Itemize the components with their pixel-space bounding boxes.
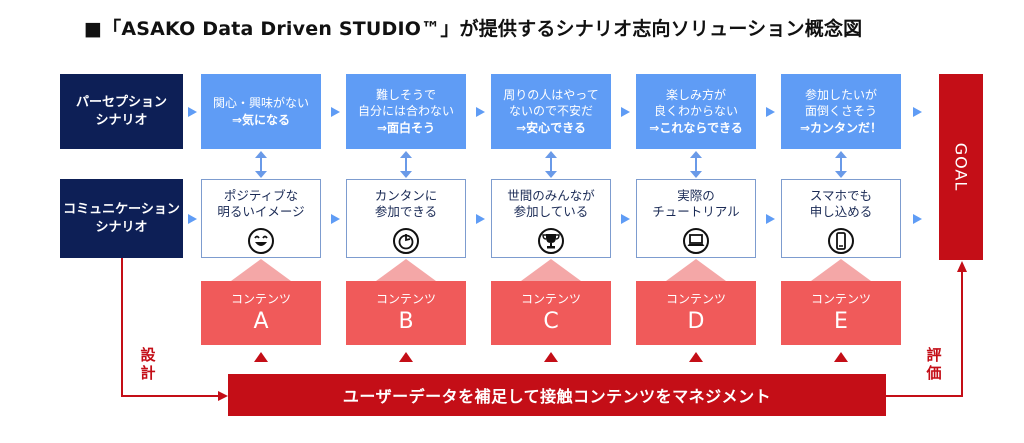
up-triangle-icon	[399, 352, 413, 362]
smartphone-icon	[828, 227, 854, 254]
goal-box: GOAL	[939, 74, 983, 260]
flow-arrow-icon	[621, 214, 630, 224]
smile-icon	[248, 227, 274, 254]
double-arrow-icon	[255, 151, 267, 178]
communication-text: ポジティブな 明るいイメージ	[217, 188, 305, 220]
content-letter: E	[834, 309, 848, 334]
double-arrow-icon	[400, 151, 412, 178]
up-arrow-icon	[811, 259, 871, 281]
communication-text: 世間のみんなが 参加している	[507, 188, 595, 220]
up-arrow-icon	[521, 259, 581, 281]
up-triangle-icon	[544, 352, 558, 362]
perception-result: ⇒面白そう	[376, 120, 436, 135]
content-label: コンテンツ	[665, 292, 726, 306]
goal-label: GOAL	[951, 142, 971, 192]
flow-arrow-icon	[913, 214, 922, 224]
evaluation-arrow-head	[957, 261, 967, 272]
perception-box-4: 楽しみ方が 良くわからない ⇒これならできる	[636, 74, 756, 149]
double-arrow-icon	[545, 151, 557, 178]
flow-arrow-icon	[766, 107, 775, 117]
perception-text: 楽しみ方が 良くわからない	[653, 88, 738, 119]
evaluation-label: 評 価	[926, 346, 942, 382]
design-label: 設 計	[140, 346, 156, 382]
communication-box-4: 実際の チュートリアル	[636, 179, 756, 258]
communication-text: 実際の チュートリアル	[652, 188, 740, 220]
content-letter: A	[253, 309, 269, 334]
content-box-c: コンテンツ C	[491, 281, 611, 345]
management-bar: ユーザーデータを補足して接触コンテンツをマネジメント	[228, 374, 886, 416]
content-letter: C	[543, 309, 559, 334]
flow-arrow-icon	[476, 107, 485, 117]
trophy-icon	[538, 227, 564, 254]
content-label: コンテンツ	[375, 292, 436, 306]
laptop-icon	[683, 227, 709, 254]
perception-box-3: 周りの人はやって ないので不安だ ⇒安心できる	[491, 74, 611, 149]
flow-arrow-icon	[331, 214, 340, 224]
up-triangle-icon	[254, 352, 268, 362]
evaluation-arrow-line	[886, 272, 963, 397]
communication-box-2: カンタンに 参加できる	[346, 179, 466, 258]
content-letter: D	[687, 309, 705, 334]
flow-arrow-icon	[476, 214, 485, 224]
perception-text: 参加したいが 面倒くさそう	[804, 88, 877, 119]
up-triangle-icon	[834, 352, 848, 362]
up-arrow-icon	[376, 259, 436, 281]
double-arrow-icon	[835, 151, 847, 178]
perception-box-1: 関心・興味がない ⇒気になる	[201, 74, 321, 149]
up-arrow-icon	[231, 259, 291, 281]
double-arrow-icon	[690, 151, 702, 178]
flow-arrow-icon	[913, 107, 922, 117]
design-arrow-head	[218, 391, 228, 401]
row-label-perception: パーセプション シナリオ	[60, 74, 183, 149]
perception-result: ⇒カンタンだ！	[799, 120, 883, 135]
perception-text: 関心・興味がない	[212, 96, 309, 111]
perception-result: ⇒安心できる	[516, 120, 586, 135]
flow-arrow-icon	[188, 214, 197, 224]
design-arrow-line	[121, 258, 218, 397]
content-label: コンテンツ	[520, 292, 581, 306]
perception-text: 難しそうで 自分には合わない	[357, 88, 454, 119]
perception-box-5: 参加したいが 面倒くさそう ⇒カンタンだ！	[781, 74, 901, 149]
up-triangle-icon	[689, 352, 703, 362]
perception-text: 周りの人はやって ないので不安だ	[503, 88, 599, 119]
content-box-e: コンテンツ E	[781, 281, 901, 345]
perception-result: ⇒これならできる	[649, 120, 743, 135]
perception-box-2: 難しそうで 自分には合わない ⇒面白そう	[346, 74, 466, 149]
content-letter: B	[398, 309, 414, 334]
communication-text: カンタンに 参加できる	[374, 188, 438, 220]
flow-arrow-icon	[766, 214, 775, 224]
content-box-a: コンテンツ A	[201, 281, 321, 345]
up-arrow-icon	[666, 259, 726, 281]
page-title: ■「ASAKO Data Driven STUDIO™」が提供するシナリオ志向ソ…	[84, 18, 863, 40]
communication-box-3: 世間のみんなが 参加している	[491, 179, 611, 258]
communication-text: スマホでも 申し込める	[809, 188, 873, 220]
content-label: コンテンツ	[230, 292, 291, 306]
communication-box-1: ポジティブな 明るいイメージ	[201, 179, 321, 258]
row-label-communication: コミュニケーション シナリオ	[60, 179, 183, 258]
content-box-b: コンテンツ B	[346, 281, 466, 345]
flow-arrow-icon	[331, 107, 340, 117]
content-label: コンテンツ	[810, 292, 871, 306]
communication-box-5: スマホでも 申し込める	[781, 179, 901, 258]
perception-result: ⇒気になる	[231, 112, 291, 127]
content-box-d: コンテンツ D	[636, 281, 756, 345]
flow-arrow-icon	[621, 107, 630, 117]
easy-icon	[393, 227, 419, 254]
flow-arrow-icon	[188, 107, 197, 117]
